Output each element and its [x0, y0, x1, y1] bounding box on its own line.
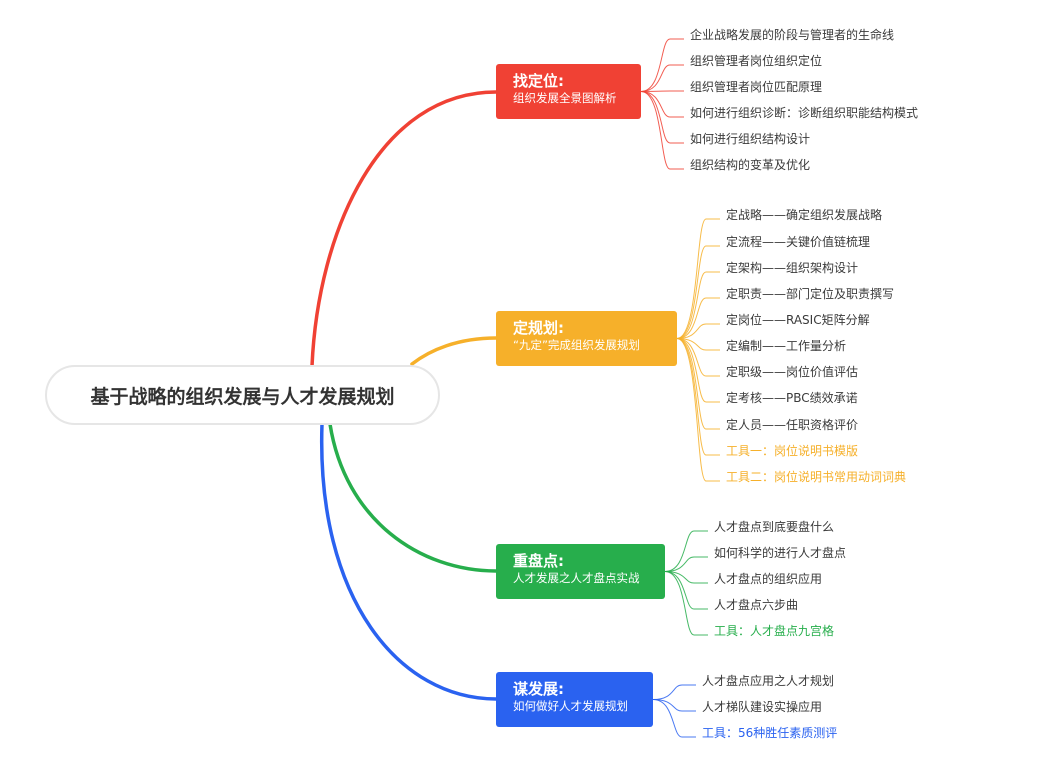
leaf-connector [652, 684, 696, 700]
leaf-connector [664, 571, 708, 584]
branch-subtitle: 如何做好人才发展规划 [513, 699, 628, 713]
leaf-item[interactable]: 人才盘点应用之人才规划 [702, 674, 835, 688]
branch-title: 重盘点: [513, 552, 564, 570]
leaf-connector [640, 91, 684, 144]
branch-subtitle: “九定”完成组织发展规划 [513, 338, 640, 352]
leaf-item[interactable]: 定考核——PBC绩效承诺 [726, 391, 858, 405]
branch-node[interactable]: 重盘点:人才发展之人才盘点实战 [496, 544, 665, 599]
leaf-item[interactable]: 组织管理者岗位组织定位 [690, 54, 823, 68]
tool-leaf-item[interactable]: 工具：56种胜任素质测评 [702, 726, 838, 740]
leaf-item[interactable]: 人才盘点的组织应用 [714, 572, 823, 586]
branch-node[interactable]: 定规划:“九定”完成组织发展规划 [496, 311, 677, 366]
leaf-connector [676, 338, 720, 377]
leaf-item[interactable]: 定架构——组织架构设计 [726, 261, 859, 275]
leaf-item[interactable]: 组织结构的变革及优化 [690, 158, 811, 172]
leaf-connector [640, 91, 684, 170]
tool-leaf-item[interactable]: 工具二：岗位说明书常用动词词典 [726, 470, 907, 484]
leaf-connector [664, 571, 708, 610]
leaf-item[interactable]: 定岗位——RASIC矩阵分解 [726, 313, 870, 327]
leaf-connector [664, 571, 708, 636]
branch-title: 定规划: [513, 319, 564, 337]
tool-leaf-item[interactable]: 工具一：岗位说明书模版 [726, 444, 859, 458]
leaf-item[interactable]: 定编制——工作量分析 [726, 339, 847, 353]
leaf-connector [676, 338, 720, 482]
leaf-connector [640, 90, 684, 92]
leaf-item[interactable]: 如何进行组织结构设计 [690, 132, 811, 146]
branch-node[interactable]: 找定位:组织发展全景图解析 [496, 64, 641, 119]
leaf-item[interactable]: 人才梯队建设实操应用 [702, 700, 823, 714]
leaf-item[interactable]: 人才盘点六步曲 [714, 598, 799, 612]
leaf-item[interactable]: 人才盘点到底要盘什么 [714, 520, 835, 534]
central-topic[interactable]: 基于战略的组织发展与人才发展规划 [45, 365, 440, 425]
leaf-connector [676, 338, 720, 351]
branch-subtitle: 人才发展之人才盘点实战 [513, 571, 640, 585]
leaf-connector [676, 338, 720, 403]
branch-title: 找定位: [513, 72, 564, 90]
leaf-connector [640, 38, 684, 92]
leaf-item[interactable]: 定职级——岗位价值评估 [726, 365, 859, 379]
leaf-connector [664, 530, 708, 572]
branch-connector [328, 422, 498, 573]
leaf-connector [652, 699, 696, 712]
leaf-item[interactable]: 组织管理者岗位匹配原理 [690, 80, 823, 94]
branch-connector [310, 90, 498, 368]
tool-leaf-item[interactable]: 工具：人才盘点九宫格 [714, 624, 835, 638]
leaf-connector [676, 323, 720, 339]
leaf-connector [652, 699, 696, 738]
branch-title: 谋发展: [513, 680, 564, 698]
leaf-connector [640, 91, 684, 118]
branch-connector [410, 336, 498, 366]
leaf-item[interactable]: 如何进行组织诊断：诊断组织职能结构模式 [690, 106, 919, 120]
leaf-item[interactable]: 定流程——关键价值链梳理 [726, 235, 871, 249]
leaf-item[interactable]: 定战略——确定组织发展战略 [726, 208, 883, 222]
leaf-connector [676, 245, 720, 339]
leaf-connector [676, 271, 720, 339]
leaf-connector [676, 297, 720, 339]
leaf-item[interactable]: 定人员——任职资格评价 [726, 418, 859, 432]
leaf-connector [676, 218, 720, 339]
leaf-connector [664, 556, 708, 572]
leaf-item[interactable]: 企业战略发展的阶段与管理者的生命线 [690, 28, 895, 42]
branch-subtitle: 组织发展全景图解析 [513, 91, 617, 105]
leaf-connector [640, 64, 684, 92]
leaf-item[interactable]: 定职责——部门定位及职责撰写 [726, 287, 895, 301]
branch-node[interactable]: 谋发展:如何做好人才发展规划 [496, 672, 653, 727]
branch-connector [319, 422, 498, 701]
leaf-item[interactable]: 如何科学的进行人才盘点 [714, 546, 847, 560]
